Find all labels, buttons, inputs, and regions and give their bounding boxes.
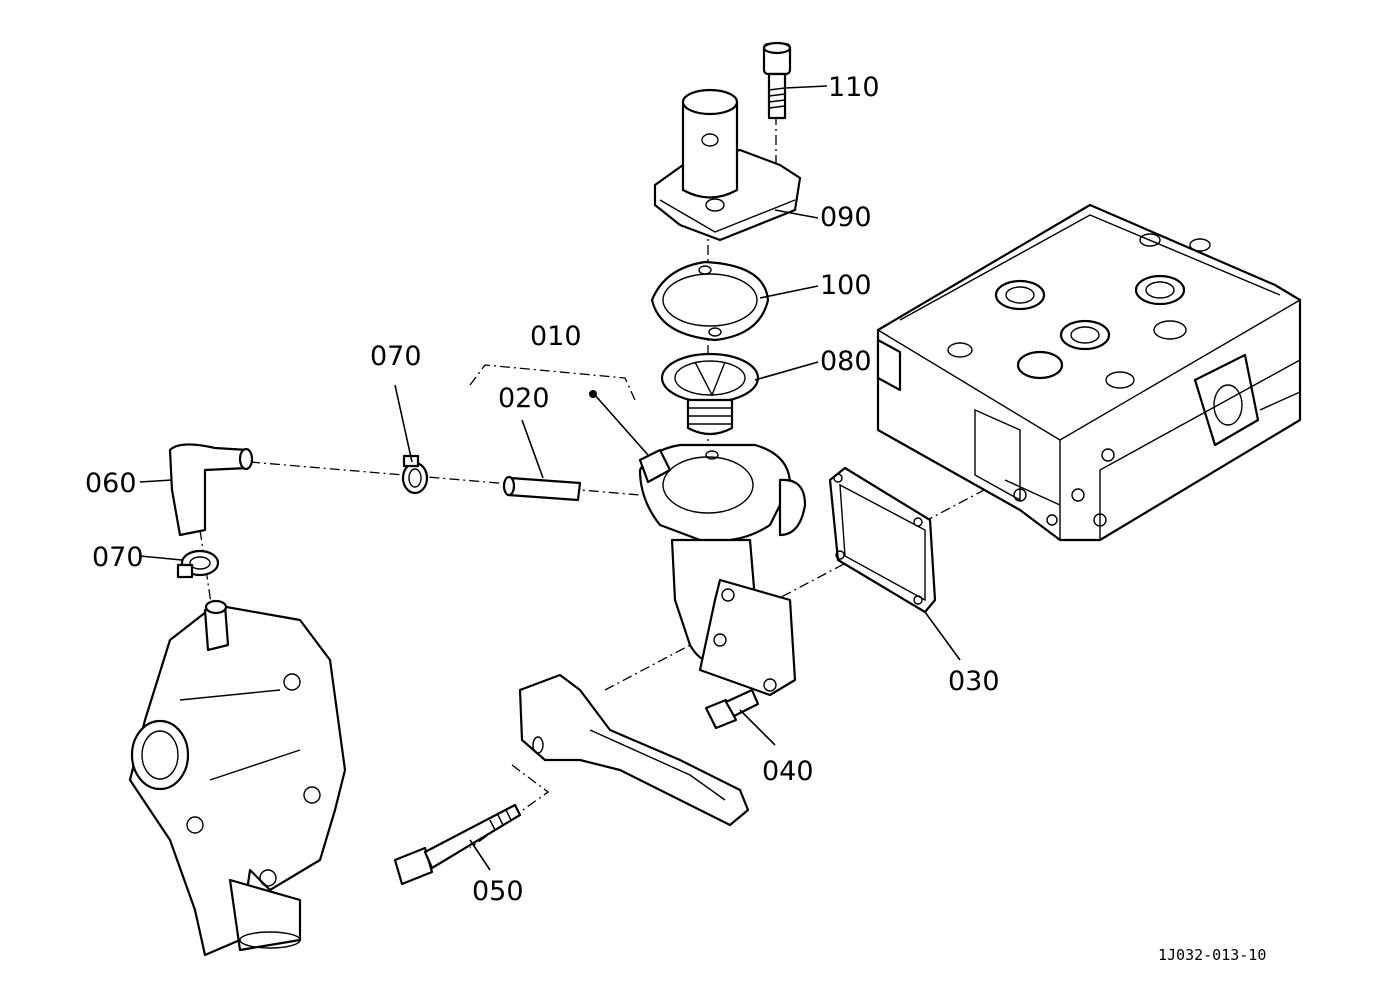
label-030: 030 xyxy=(948,666,1000,697)
gasket-030 xyxy=(828,466,937,614)
bolt-050 xyxy=(393,803,522,886)
leader-lines xyxy=(139,85,961,871)
mounting-bracket xyxy=(518,673,750,827)
clamp-070-upper xyxy=(401,454,429,495)
hose-060 xyxy=(168,443,254,537)
bolt-040 xyxy=(704,688,760,730)
label-100: 100 xyxy=(820,270,872,301)
thermostat-housing-010 xyxy=(638,443,807,697)
thermostat-cover-090 xyxy=(653,88,802,242)
label-050: 050 xyxy=(472,876,524,907)
label-080: 080 xyxy=(820,346,872,377)
label-060: 060 xyxy=(85,468,137,499)
label-020: 020 xyxy=(498,383,550,414)
label-070-upper: 070 xyxy=(370,341,422,372)
label-070-lower: 070 xyxy=(92,542,144,573)
label-110: 110 xyxy=(828,72,880,103)
drawing-reference: 1J032-013-10 xyxy=(1158,946,1266,964)
cylinder-head xyxy=(876,203,1302,542)
pipe-020 xyxy=(502,475,582,502)
group-bracket-010 xyxy=(469,364,636,401)
thermostat-080 xyxy=(660,352,760,436)
water-pump xyxy=(128,599,347,957)
bolt-110 xyxy=(762,41,792,120)
label-040: 040 xyxy=(762,756,814,787)
clamp-070-lower xyxy=(176,549,220,579)
gasket-100 xyxy=(650,260,770,342)
label-010: 010 xyxy=(530,321,582,352)
label-090: 090 xyxy=(820,202,872,233)
